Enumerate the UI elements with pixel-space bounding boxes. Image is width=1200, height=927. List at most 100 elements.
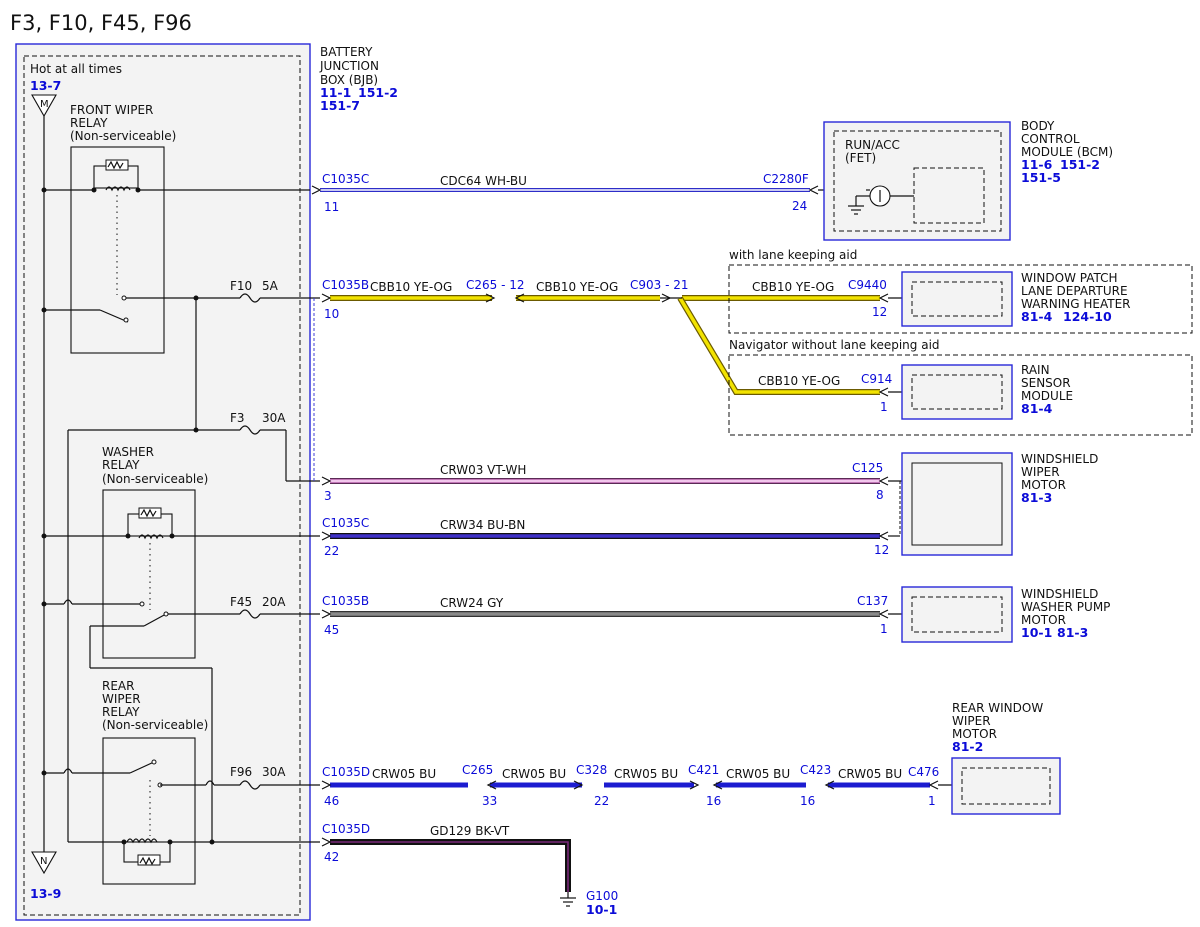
rear-relay-label-4: (Non-serviceable): [102, 718, 208, 732]
bcm-inner-label-2: (FET): [845, 151, 876, 165]
front-relay-label-3: (Non-serviceable): [70, 129, 176, 143]
fuse-f45-rating: 20A: [262, 595, 286, 609]
c125-connector: C125: [852, 461, 883, 475]
window-patch-box: [901, 271, 1013, 327]
wire-crw05[interactable]: [321, 780, 964, 790]
bcm-label-2: CONTROL: [1021, 132, 1080, 146]
ws-pump-motor-box: [901, 586, 1013, 643]
fuse-f96-icon: [239, 780, 261, 790]
c914-pin: 1: [880, 400, 888, 414]
crw05-c423: C423: [800, 763, 831, 777]
fuse-f96-rating: 30A: [262, 765, 286, 779]
crw05-seg5-label: CRW05 BU: [838, 767, 902, 781]
front-relay-label-2: RELAY: [70, 116, 108, 130]
crw24-label: CRW24 GY: [440, 596, 504, 610]
crw05-seg1-label: CRW05 BU: [372, 767, 436, 781]
c125-pin: 8: [876, 488, 884, 502]
rear-wiper-ref[interactable]: 81-2: [952, 739, 983, 754]
front-relay-coil-icon: [93, 159, 139, 192]
bcm-ref-1[interactable]: 11-6: [1021, 157, 1053, 172]
rain-sensor-label-2: SENSOR: [1021, 376, 1071, 390]
wire-cdc64[interactable]: [311, 185, 866, 195]
c137-pin: 1: [880, 622, 888, 636]
wire-crw34[interactable]: [321, 481, 901, 541]
washer-relay-label-2: RELAY: [102, 458, 140, 472]
top-node-triangle-icon: [31, 94, 57, 118]
gd129-label: GD129 BK-VT: [430, 824, 510, 838]
c137-connector: C137: [857, 594, 888, 608]
bcm-label-1: BODY: [1021, 119, 1055, 133]
ws-pump-ref-2[interactable]: 81-3: [1057, 625, 1088, 640]
cdc64-from-pin: 11: [324, 200, 339, 214]
crw05-from-pin: 46: [324, 794, 339, 808]
ground-ref[interactable]: 10-1: [586, 902, 617, 917]
ws-wiper-motor-box: [901, 452, 1013, 556]
bottom-page-ref[interactable]: 13-9: [30, 886, 61, 901]
cdc64-to-connector: C2280F: [763, 172, 809, 186]
crw03-from-pin: 3: [324, 489, 332, 503]
bottom-node-triangle-icon: [31, 851, 57, 875]
crw34-from-connector: C1035C: [322, 516, 369, 530]
bjb-name-3: BOX (BJB): [320, 73, 378, 87]
crw24-from-connector: C1035B: [322, 594, 369, 608]
bcm-ref-3[interactable]: 151-5: [1021, 170, 1061, 185]
gd129-from-connector: C1035D: [322, 822, 370, 836]
fuse-f10-icon: [239, 293, 261, 303]
rear-relay-label-3: RELAY: [102, 705, 140, 719]
rear-relay-coil-icon: [123, 838, 171, 866]
wire-crw03[interactable]: [321, 476, 914, 486]
cbb10-c265-label: C265 - 12: [466, 278, 525, 292]
rear-relay-label-1: REAR: [102, 679, 134, 693]
ws-pump-ref-1[interactable]: 10-1: [1021, 625, 1052, 640]
bjb-ref-3[interactable]: 151-7: [320, 98, 360, 113]
crw05-c328-pin: 22: [594, 794, 609, 808]
window-patch-label-2: LANE DEPARTURE: [1021, 284, 1128, 298]
bjb-inner-dashed: [23, 55, 301, 916]
bjb-ref-1[interactable]: 11-1: [320, 85, 351, 100]
crw05-from-connector: C1035D: [322, 765, 370, 779]
bjb-name-1: BATTERY: [320, 45, 373, 59]
rear-wiper-relay-box: [102, 737, 196, 885]
cbb10-seg1-label: CBB10 YE-OG: [370, 280, 452, 294]
window-patch-ref-2[interactable]: 124-10: [1063, 309, 1112, 324]
wire-crw24[interactable]: [321, 609, 914, 619]
wire-cbb10[interactable]: [321, 293, 914, 397]
crw24-from-pin: 45: [324, 623, 339, 637]
bjb-name-2: JUNCTION: [319, 59, 379, 73]
washer-relay-coil-icon: [127, 507, 173, 540]
connector-arrow-icon: [808, 185, 819, 195]
front-relay-label-1: FRONT WIPER: [70, 103, 153, 117]
cdc64-to-pin: 24: [792, 199, 807, 213]
ws-wiper-ref[interactable]: 81-3: [1021, 490, 1052, 505]
rear-relay-label-2: WIPER: [102, 692, 141, 706]
crw05-c476-pin: 1: [928, 794, 936, 808]
ws-pump-label-3: MOTOR: [1021, 613, 1066, 627]
fuse-f45-id: F45: [230, 595, 252, 609]
crw05-seg2-label: CRW05 BU: [502, 767, 566, 781]
window-patch-label-3: WARNING HEATER: [1021, 297, 1131, 311]
bcm-ref-2[interactable]: 151-2: [1060, 157, 1100, 172]
cbb10-from-connector: C1035B: [322, 278, 369, 292]
top-page-ref[interactable]: 13-7: [30, 78, 61, 93]
crossover-icon-3: [205, 780, 215, 786]
rear-wiper-label-2: WIPER: [952, 714, 991, 728]
rain-sensor-box: [901, 364, 1013, 420]
rear-wiper-motor-box: [951, 757, 1061, 815]
ws-wiper-label-2: WIPER: [1021, 465, 1060, 479]
crossover-icon: [63, 599, 73, 605]
window-patch-label-1: WINDOW PATCH: [1021, 271, 1118, 285]
crw34-label: CRW34 BU-BN: [440, 518, 525, 532]
ws-wiper-label-1: WINDSHIELD: [1021, 452, 1098, 466]
wire-gd129[interactable]: [321, 837, 571, 898]
cdc64-label: CDC64 WH-BU: [440, 174, 527, 188]
ground-icon: [560, 897, 576, 907]
cbb10-seg4-label: CBB10 YE-OG: [758, 374, 840, 388]
bcm-label-3: MODULE (BCM): [1021, 145, 1113, 159]
washer-relay-box: [102, 489, 196, 659]
gd129-from-pin: 42: [324, 850, 339, 864]
cbb10-from-pin: 10: [324, 307, 339, 321]
bjb-ref-2[interactable]: 151-2: [358, 85, 398, 100]
rain-sensor-ref[interactable]: 81-4: [1021, 401, 1053, 416]
fet-icon: [848, 185, 914, 215]
window-patch-ref-1[interactable]: 81-4: [1021, 309, 1053, 324]
